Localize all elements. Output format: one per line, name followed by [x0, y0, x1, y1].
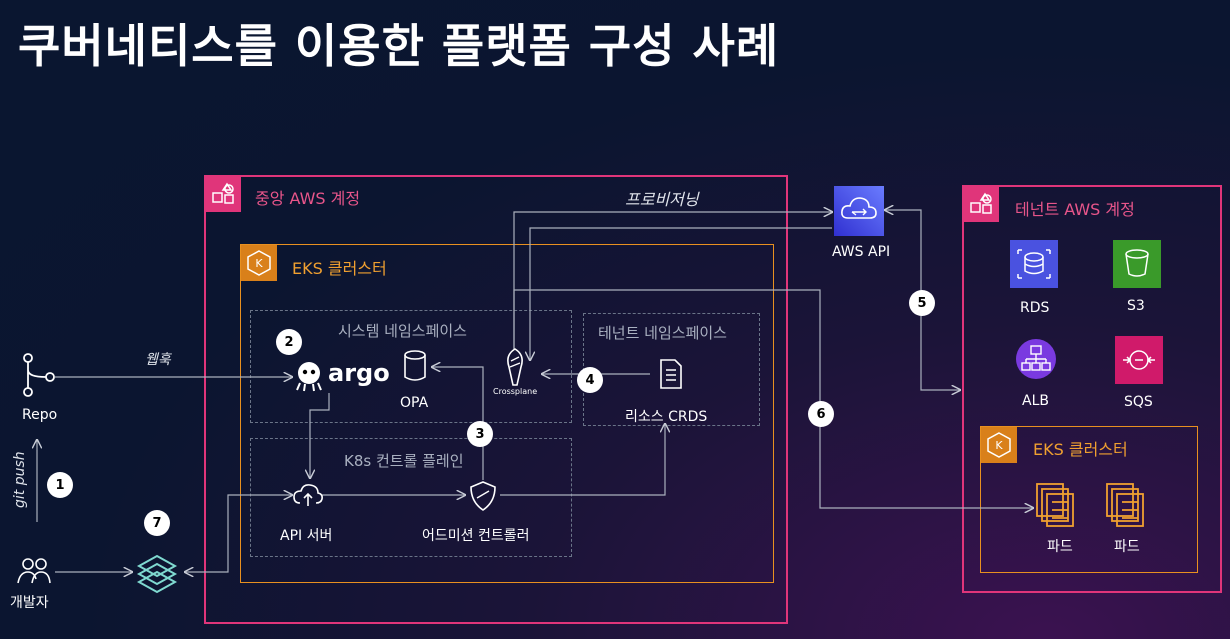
central-account-label: 중앙 AWS 계정 — [255, 189, 361, 208]
step-badge-3: 3 — [467, 421, 493, 447]
s3-icon — [1113, 240, 1161, 288]
central-eks-label: EKS 클러스터 — [292, 259, 387, 278]
aws-api-label: AWS API — [832, 244, 891, 260]
rds-label: RDS — [1020, 300, 1050, 316]
resource-crds-label: 리소스 CRDS — [625, 409, 708, 425]
central-eks-cluster — [240, 244, 774, 583]
pod-label-2: 파드 — [1114, 539, 1140, 555]
repo-label: Repo — [22, 407, 58, 423]
tenant-aws-account — [962, 185, 1222, 593]
webhook-label: 웹훅 — [145, 352, 171, 368]
central-aws-account — [204, 175, 788, 624]
provisioning-label: 프로비저닝 — [625, 190, 699, 209]
developer-label: 개발자 — [10, 595, 49, 611]
argo-label: argo — [328, 359, 390, 387]
gitops-stack-icon — [133, 548, 181, 600]
page-title: 쿠버네티스를 이용한 플랫폼 구성 사례 — [18, 19, 780, 73]
account-icon — [963, 186, 999, 222]
step-badge-6: 6 — [808, 401, 834, 427]
step-badge-2: 2 — [276, 329, 302, 355]
s3-label: S3 — [1127, 298, 1145, 314]
tenant-eks-cluster — [980, 426, 1198, 573]
step-badge-4: 4 — [577, 367, 603, 393]
aws-api-icon — [834, 186, 884, 240]
alb-label: ALB — [1022, 393, 1049, 409]
step-badge-7: 7 — [144, 510, 170, 536]
sqs-label: SQS — [1124, 394, 1153, 410]
tenant-namespace-label: 테넌트 네임스페이스 — [598, 324, 727, 342]
git-push-label: git push — [12, 451, 28, 508]
step-badge-5: 5 — [909, 290, 935, 316]
system-namespace-label: 시스템 네임스페이스 — [338, 322, 467, 340]
shield-icon — [468, 480, 498, 516]
tenant-eks-label: EKS 클러스터 — [1033, 440, 1128, 459]
svg-text:K: K — [995, 439, 1003, 452]
svg-text:K: K — [255, 257, 263, 270]
account-icon — [205, 176, 241, 212]
admission-controller-label: 어드미션 컨트롤러 — [422, 528, 530, 544]
system-namespace — [250, 310, 572, 423]
crossplane-icon — [503, 347, 527, 391]
pod-label-1: 파드 — [1047, 539, 1073, 555]
step-badge-1: 1 — [47, 472, 73, 498]
argo-icon — [292, 359, 326, 397]
rds-icon — [1010, 240, 1058, 288]
pod-icon — [1033, 482, 1077, 532]
git-repo-icon — [20, 350, 58, 404]
developer-icon — [16, 555, 52, 593]
eks-icon: K — [241, 245, 277, 281]
cloud-upload-icon — [292, 481, 324, 513]
opa-label: OPA — [400, 395, 429, 411]
pod-icon — [1103, 482, 1147, 532]
eks-icon: K — [981, 427, 1017, 463]
crossplane-label: Crossplane — [493, 387, 538, 396]
control-plane-label: K8s 컨트롤 플레인 — [344, 452, 464, 470]
tenant-account-label: 테넌트 AWS 계정 — [1015, 200, 1135, 219]
api-server-label: API 서버 — [280, 528, 333, 544]
sqs-icon — [1115, 336, 1163, 384]
opa-database-icon — [402, 350, 428, 386]
document-icon — [658, 358, 684, 394]
alb-icon — [1014, 337, 1058, 385]
